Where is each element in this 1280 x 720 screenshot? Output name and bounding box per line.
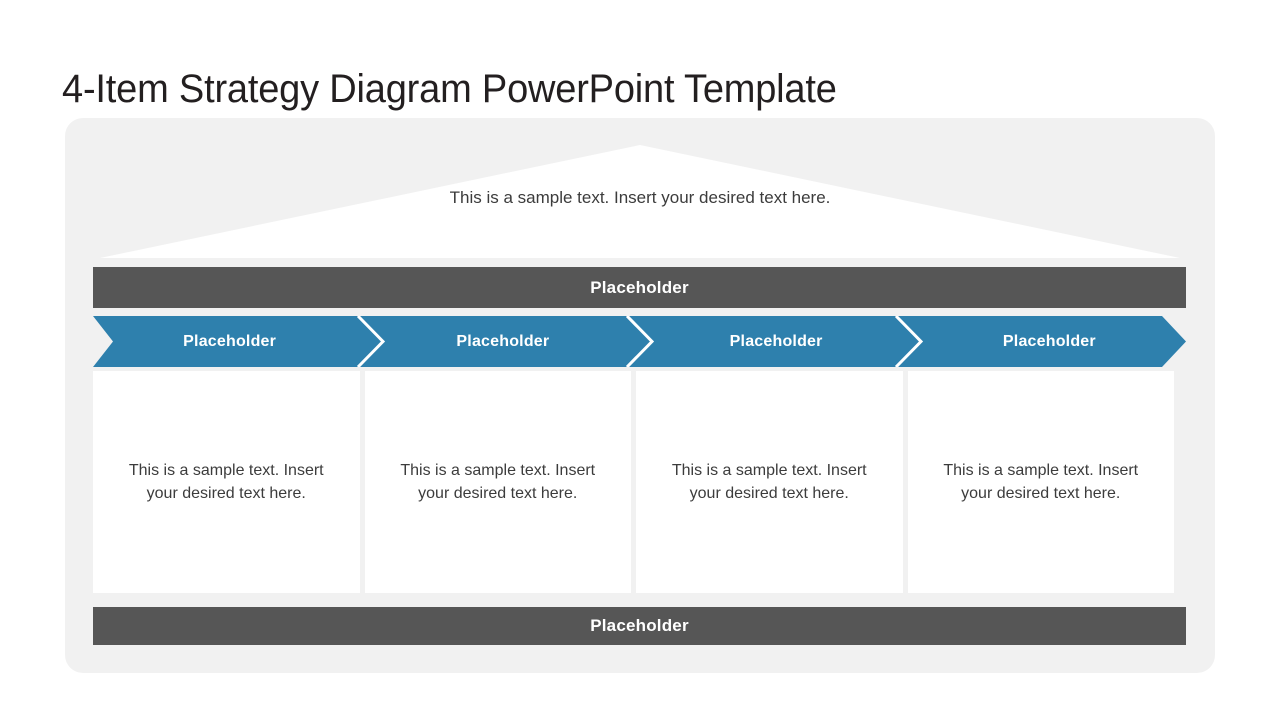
chevron-step-3-label: Placeholder xyxy=(729,332,823,350)
content-cards-row: This is a sample text. Insert your desir… xyxy=(93,371,1174,593)
bottom-placeholder-bar-label: Placeholder xyxy=(590,616,689,635)
chevron-body-shape xyxy=(93,316,1186,367)
content-card-2[interactable]: This is a sample text. Insert your desir… xyxy=(364,371,631,593)
strategy-diagram-panel: This is a sample text. Insert your desir… xyxy=(65,118,1215,673)
chevron-step-2-label: Placeholder xyxy=(456,332,550,350)
content-card-4[interactable]: This is a sample text. Insert your desir… xyxy=(907,371,1174,593)
page-title: 4-Item Strategy Diagram PowerPoint Templ… xyxy=(62,66,837,111)
chevron-step-3[interactable]: Placeholder xyxy=(640,316,913,367)
content-card-1[interactable]: This is a sample text. Insert your desir… xyxy=(93,371,360,593)
chevron-step-4-label: Placeholder xyxy=(1002,332,1096,350)
chevron-shapes xyxy=(93,316,1186,367)
chevron-separator-3 xyxy=(894,316,924,367)
chevron-separator-1 xyxy=(356,316,386,367)
content-card-1-text: This is a sample text. Insert your desir… xyxy=(128,462,324,502)
chevron-separator-2 xyxy=(625,316,655,367)
content-card-4-text: This is a sample text. Insert your desir… xyxy=(943,462,1139,502)
chevron-step-2[interactable]: Placeholder xyxy=(366,316,639,367)
content-card-2-text: This is a sample text. Insert your desir… xyxy=(400,462,596,502)
chevron-labels-row: Placeholder Placeholder Placeholder Plac… xyxy=(93,316,1186,367)
roof-section: This is a sample text. Insert your desir… xyxy=(65,118,1215,258)
roof-triangle-shape xyxy=(100,145,1180,258)
top-placeholder-bar-label: Placeholder xyxy=(590,277,689,297)
content-card-3-text: This is a sample text. Insert your desir… xyxy=(671,462,867,502)
chevron-step-4[interactable]: Placeholder xyxy=(913,316,1186,367)
top-placeholder-bar[interactable]: Placeholder xyxy=(93,267,1186,308)
chevron-step-1[interactable]: Placeholder xyxy=(93,316,366,367)
chevron-step-1-label: Placeholder xyxy=(183,332,277,350)
roof-description-text: This is a sample text. Insert your desir… xyxy=(449,188,831,207)
content-card-3[interactable]: This is a sample text. Insert your desir… xyxy=(636,371,903,593)
chevron-step-band: Placeholder Placeholder Placeholder Plac… xyxy=(93,316,1186,367)
bottom-placeholder-bar[interactable]: Placeholder xyxy=(93,607,1186,645)
